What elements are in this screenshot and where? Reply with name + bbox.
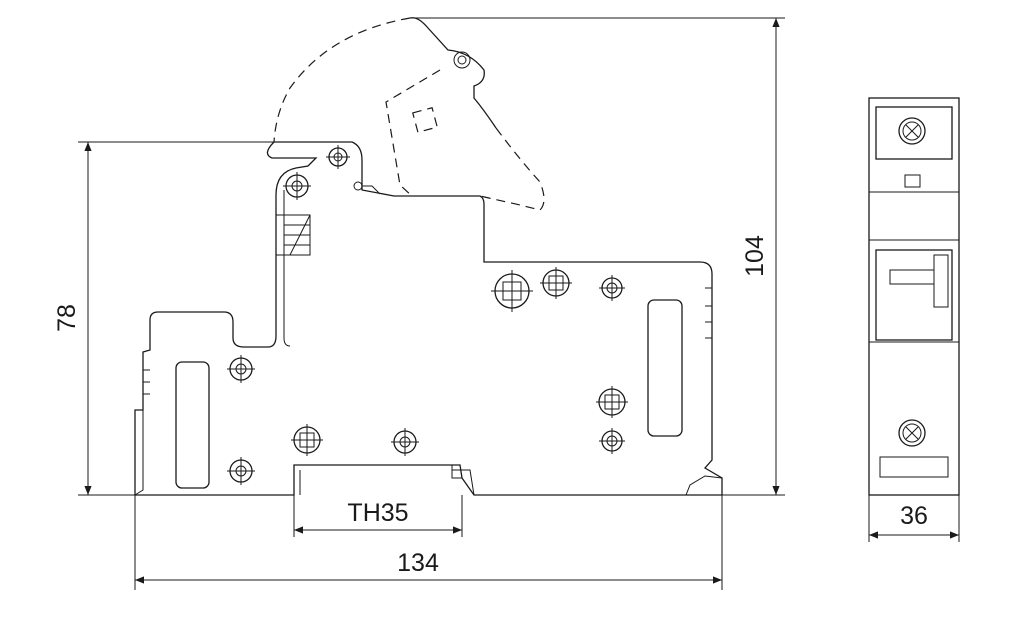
screw: [283, 172, 311, 200]
pin-link: [362, 185, 381, 195]
dim-78-ext: [78, 141, 350, 496]
screw: [227, 457, 255, 485]
small-pin: [353, 181, 363, 191]
front-view: [868, 97, 960, 496]
top-terminal-window: [875, 106, 953, 160]
front-dividers: [869, 191, 959, 343]
bottom-tab: [879, 456, 949, 478]
screw: [291, 424, 323, 456]
dim-134-label: 134: [397, 549, 439, 577]
dimensions: [78, 17, 960, 590]
screw: [596, 386, 628, 418]
handle-open-position: [273, 17, 545, 211]
dim-78-label: 78: [53, 304, 81, 332]
handle-arc: [273, 17, 411, 143]
top-terminal-screw: [898, 117, 926, 145]
left-foot: [134, 352, 144, 496]
screw: [326, 145, 350, 169]
handle-body-dashed: [385, 69, 545, 211]
right-notches: [705, 287, 712, 339]
toggle-window: [875, 249, 953, 341]
rail-groove: [299, 465, 475, 496]
link-hatch: [284, 214, 311, 256]
screw: [540, 267, 572, 299]
internal-link: [276, 190, 311, 347]
screw: [599, 428, 625, 454]
dim-36-label: 36: [900, 502, 928, 530]
indicator: [904, 174, 921, 188]
dim-th35-label: TH35: [347, 499, 408, 527]
toggle-arm: [889, 269, 935, 285]
right-window: [647, 299, 683, 437]
screw-large: [491, 270, 533, 312]
right-clip: [685, 475, 723, 496]
dim-134-ext: [134, 495, 723, 590]
handle-pivot: [453, 51, 471, 69]
screws: [227, 145, 628, 485]
front-outline: [868, 97, 960, 496]
handle-outline: [409, 17, 497, 129]
bottom-terminal-screw: [898, 419, 926, 447]
screw: [227, 355, 255, 383]
handle-square: [412, 107, 438, 133]
body-outline: [134, 141, 723, 496]
screw: [599, 275, 625, 301]
dim-104-label: 104: [741, 235, 769, 277]
side-view: [134, 141, 723, 496]
screw: [391, 428, 419, 456]
toggle-lever: [933, 254, 949, 308]
dim-104-ext: [410, 17, 785, 496]
left-notches: [143, 369, 150, 395]
left-window: [175, 361, 210, 489]
